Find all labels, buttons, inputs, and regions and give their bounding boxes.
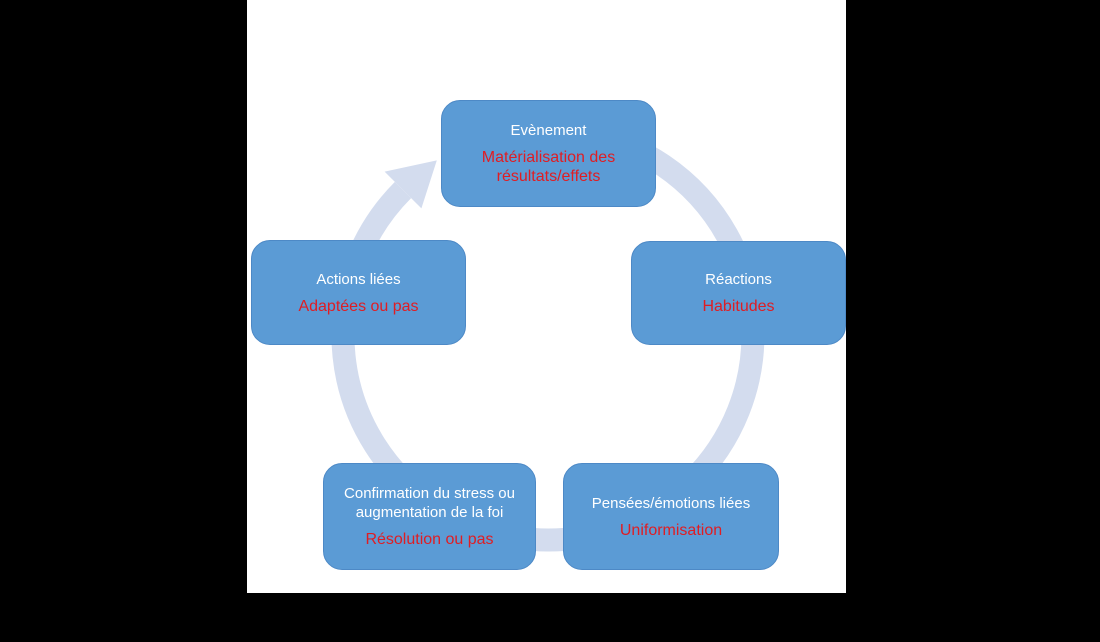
diagram-canvas: Evènement Matérialisation des résultats/… [246,0,847,593]
node-label: Pensées/émotions liées [591,494,751,512]
cycle-node-confirmation: Confirmation du stress ou augmentation d… [323,463,536,570]
cycle-node-actions: Actions liées Adaptées ou pas [251,240,466,345]
node-label: Actions liées [316,270,401,288]
node-sublabel: Uniformisation [619,521,723,539]
node-label: Réactions [705,271,772,288]
node-sublabel: Adaptées ou pas [298,297,419,315]
node-label: Evènement [510,122,587,139]
node-sublabel: Matérialisation des résultats/effets [481,149,616,185]
node-sublabel: Habitudes [702,298,775,315]
cycle-node-event: Evènement Matérialisation des résultats/… [441,100,656,207]
node-label: Confirmation du stress ou augmentation d… [344,485,515,521]
cycle-node-thoughts: Pensées/émotions liées Uniformisation [563,463,779,570]
cycle-arrowhead-icon [384,160,437,209]
node-sublabel: Résolution ou pas [365,531,494,548]
cycle-node-reactions: Réactions Habitudes [631,241,846,345]
